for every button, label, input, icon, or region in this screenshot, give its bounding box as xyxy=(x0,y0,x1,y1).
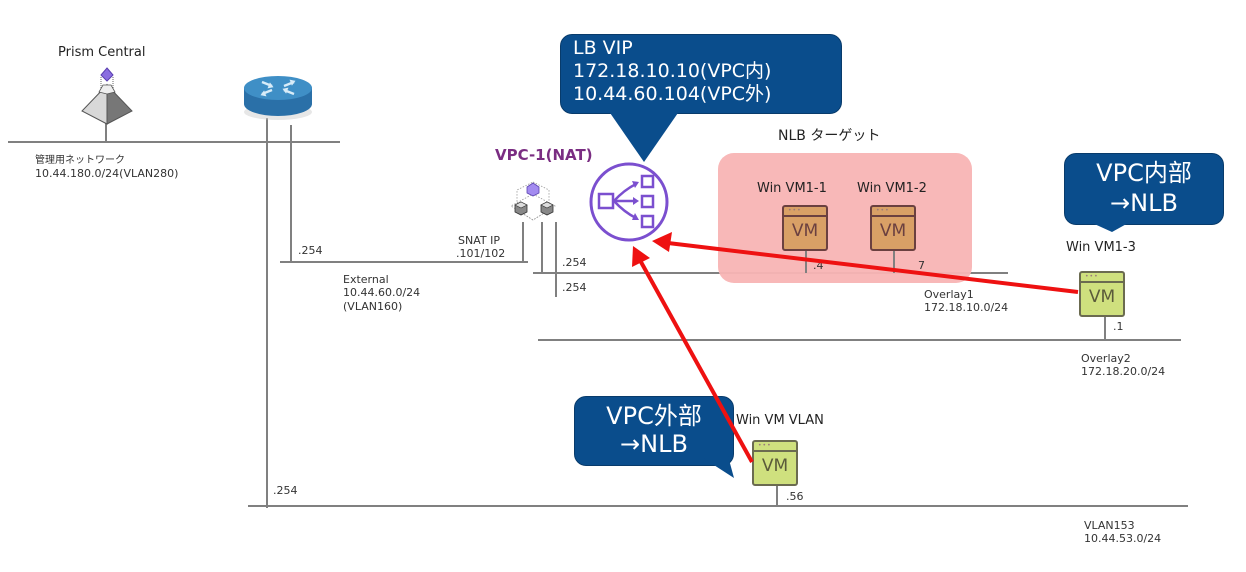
vpc-inside-line2: →NLB xyxy=(1110,189,1178,217)
vpc-gw-overlay1: .254 xyxy=(562,256,587,269)
vm1-3-icon[interactable]: ••• VM xyxy=(1079,271,1125,317)
vm1-1-link xyxy=(805,251,807,273)
overlay2-subnet: 172.18.20.0/24 xyxy=(1081,365,1166,378)
vm1-1-ip: .4 xyxy=(813,259,824,272)
vpc-outside-line1: VPC外部 xyxy=(606,402,702,430)
lb-vip-callout-pointer xyxy=(608,110,680,162)
vm1-2-label: Win VM1-2 xyxy=(857,181,927,196)
snat-label: SNAT IP xyxy=(458,234,500,247)
router-link-external xyxy=(290,125,292,263)
snat-link-2 xyxy=(541,222,543,272)
vm-vlan-link xyxy=(776,486,778,506)
vpc-inside-line1: VPC内部 xyxy=(1096,159,1192,187)
arrow-outside-to-nlb xyxy=(632,246,754,463)
prism-central-icon xyxy=(81,67,133,125)
vpc-label: VPC-1(NAT) xyxy=(495,146,593,164)
vlan153-name: VLAN153 xyxy=(1084,519,1135,532)
vpc-inside-callout-pointer xyxy=(1090,222,1130,232)
lb-vip-outside: 10.44.60.104(VPC外) xyxy=(573,83,772,105)
vlan153-subnet: 10.44.53.0/24 xyxy=(1084,532,1162,545)
overlay2-name: Overlay2 xyxy=(1081,352,1131,365)
vm1-2-ip: 7 xyxy=(918,259,925,272)
mgmt-network-subnet: 10.44.180.0/24(VLAN280) xyxy=(35,167,179,180)
router-icon xyxy=(244,76,312,120)
external-network-line xyxy=(280,261,528,263)
vpc-outside-callout-pointer xyxy=(700,456,734,478)
vlan153-router-ip: .254 xyxy=(273,484,298,497)
vm-vlan-icon[interactable]: ••• VM xyxy=(752,440,798,486)
vpc-outside-callout: VPC外部 →NLB xyxy=(574,396,734,466)
vpc-router-icon xyxy=(510,181,556,221)
vm1-3-ip: .1 xyxy=(1113,320,1124,333)
prism-central-link xyxy=(105,120,107,142)
vpc-inside-callout: VPC内部 →NLB xyxy=(1064,153,1224,225)
nlb-target-title: NLB ターゲット xyxy=(778,128,881,144)
vpc-outside-line2: →NLB xyxy=(620,430,688,458)
external-network-name: External xyxy=(343,273,389,286)
load-balancer-icon[interactable] xyxy=(588,160,670,244)
overlay2-line xyxy=(538,339,1181,341)
arrow-inside-to-nlb xyxy=(652,232,1079,294)
lb-vip-title: LB VIP xyxy=(573,37,633,59)
vm1-1-icon[interactable]: ••• VM xyxy=(782,205,828,251)
vpc-gw-overlay2: .254 xyxy=(562,281,587,294)
external-network-vlan: (VLAN160) xyxy=(343,300,403,313)
overlay1-subnet: 172.18.10.0/24 xyxy=(924,301,1009,314)
snat-link-3 xyxy=(555,222,557,297)
snat-link-1 xyxy=(522,222,524,262)
external-network-subnet: 10.44.60.0/24 xyxy=(343,286,421,299)
external-router-ip: .254 xyxy=(298,244,323,257)
snat-ips: .101/102 xyxy=(456,247,506,260)
vm1-2-icon[interactable]: ••• VM xyxy=(870,205,916,251)
prism-central-label: Prism Central xyxy=(58,45,146,60)
vm1-1-label: Win VM1-1 xyxy=(757,181,827,196)
vm-vlan-label: Win VM VLAN xyxy=(736,413,824,428)
lb-vip-callout: LB VIP 172.18.10.10(VPC内) 10.44.60.104(V… xyxy=(560,34,842,114)
mgmt-network-name: 管理用ネットワーク xyxy=(35,155,125,166)
vm1-2-link xyxy=(893,251,895,273)
overlay1-name: Overlay1 xyxy=(924,288,974,301)
nlb-target-zone xyxy=(718,153,972,283)
vm-vlan-ip: .56 xyxy=(786,490,804,503)
mgmt-network-line xyxy=(8,141,340,143)
vm1-3-label: Win VM1-3 xyxy=(1066,240,1136,255)
vlan153-line xyxy=(248,505,1188,507)
vm1-3-link xyxy=(1104,317,1106,339)
lb-vip-inside: 172.18.10.10(VPC内) xyxy=(573,60,772,82)
router-trunk-vlan153 xyxy=(266,118,268,508)
